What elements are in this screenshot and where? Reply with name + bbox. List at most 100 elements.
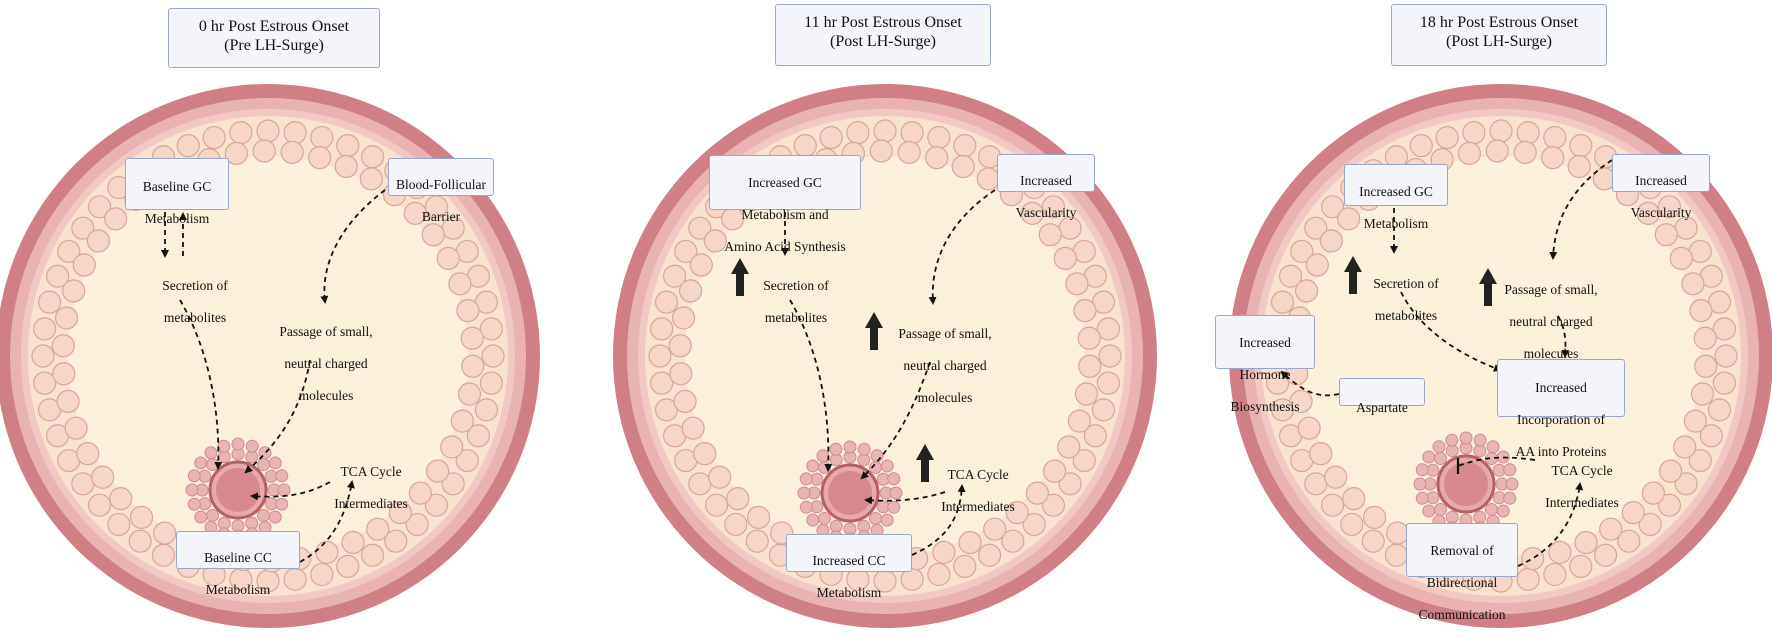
arrow-passage-to-aa [1557, 315, 1570, 358]
cumulus-cell [1422, 504, 1436, 518]
secretion-increase-arrow [731, 258, 749, 296]
granulosa-cell [176, 134, 200, 158]
tca-increase-arrow [916, 444, 934, 482]
granulosa-cell [51, 334, 75, 358]
granulosa-cell [448, 272, 472, 296]
panel-3-aa-incorporation-box: Increased Incorporation of AA into Prote… [1497, 359, 1625, 459]
granulosa-cell [745, 529, 769, 553]
panel-3-removal-communication-box: Removal of Bidirectional Communication [1406, 523, 1518, 622]
panel-1-tca-label: TCA Cycle Intermediates [334, 464, 408, 511]
cumulus-cell [256, 508, 270, 522]
granulosa-cell [424, 493, 449, 517]
granulosa-cell [693, 442, 717, 466]
cumulus-cell [194, 510, 208, 524]
granulosa-cell [109, 487, 133, 511]
granulosa-cell [466, 424, 490, 448]
granulosa-cell [1659, 459, 1683, 483]
granulosa-cell [280, 140, 304, 165]
granulosa-cell [1096, 317, 1120, 341]
granulosa-cell [1324, 465, 1348, 489]
granulosa-cell [252, 139, 276, 163]
granulosa-cell [708, 465, 732, 489]
granulosa-cell [1078, 354, 1102, 378]
granulosa-cell [1673, 435, 1697, 459]
granulosa-cell [1038, 223, 1062, 247]
panel-1-passage-label: Passage of small, neutral charged molecu… [279, 324, 373, 403]
granulosa-cell [334, 154, 358, 179]
granulosa-cell [388, 501, 412, 525]
follicle-1 [0, 84, 540, 628]
granulosa-cell [925, 146, 949, 170]
cumulus-cell [206, 508, 220, 522]
granulosa-cell [46, 264, 70, 288]
granulosa-cell [689, 253, 713, 277]
granulosa-cell [1688, 448, 1712, 473]
granulosa-cell [457, 382, 482, 406]
cumulus-cell [1505, 477, 1519, 491]
cumulus-cell [1434, 452, 1448, 466]
cumulus-cell [799, 472, 813, 486]
granulosa-cell [674, 239, 698, 264]
granulosa-cell [151, 543, 176, 567]
granulosa-cell [846, 121, 870, 145]
cumulus-cell [1503, 491, 1517, 505]
granulosa-cell [958, 530, 982, 555]
granulosa-cell [366, 517, 390, 541]
granulosa-cell [1073, 299, 1097, 323]
granulosa-cell [1617, 529, 1641, 553]
panel-2-secretion-label: Secretion of metabolites [763, 278, 829, 325]
cumulus-cell [1432, 440, 1446, 454]
arrow-secretion-to-aa [1400, 291, 1502, 372]
panel-2-vascularity-box: Increased Vascularity [997, 154, 1095, 220]
granulosa-cell [927, 125, 951, 150]
granulosa-cell [679, 279, 703, 303]
granulosa-cell [202, 125, 226, 150]
granulosa-cell [1654, 223, 1678, 247]
granulosa-cell [673, 389, 697, 413]
granulosa-cell [405, 512, 429, 537]
panel-3-hormone-biosynthesis-box: Increased Hormone Biosynthesis [1215, 315, 1315, 414]
granulosa-cell [1320, 493, 1345, 517]
granulosa-cell [436, 246, 460, 270]
granulosa-cell [57, 239, 81, 264]
granulosa-cell [460, 326, 484, 350]
granulosa-cell [33, 317, 57, 341]
granulosa-cell [1083, 424, 1107, 448]
granulosa-cell [1513, 140, 1537, 165]
granulosa-cell [1309, 442, 1333, 466]
cumulus-cell [187, 469, 201, 483]
granulosa-cell [1543, 125, 1567, 150]
follicle-antrum [685, 156, 1085, 556]
granulosa-cell [983, 517, 1007, 541]
oocyte [828, 471, 872, 515]
panel-1-cc-metabolism-box: Baseline CC Metabolism [176, 531, 300, 597]
cumulus-cell [887, 500, 901, 514]
granulosa-cell [1091, 398, 1116, 422]
panel-1-gc-metabolism-box: Baseline GC Metabolism [125, 158, 229, 226]
panel-3-secretion-label: Secretion of metabolites [1373, 276, 1439, 323]
granulosa-cell [360, 543, 385, 567]
granulosa-cell [52, 362, 76, 386]
granulosa-cell [56, 389, 80, 413]
granulosa-cell [461, 354, 485, 378]
arrow-removal-to-tca [1517, 482, 1584, 567]
cumulus-cell [277, 483, 291, 497]
panel-2-cc-metabolism-box: Increased CC Metabolism [786, 534, 912, 600]
granulosa-cell [976, 167, 1000, 191]
granulosa-cell [128, 529, 152, 553]
granulosa-cell [1096, 371, 1120, 395]
granulosa-cell [951, 154, 975, 179]
cumulus-cell [889, 486, 903, 500]
arrow-cc-to-tca [911, 484, 966, 556]
granulosa-cell [1001, 529, 1025, 553]
cumulus-cell [1496, 504, 1510, 518]
panel-2-title: 11 hr Post Estrous Onset (Post LH-Surge) [775, 4, 991, 66]
panel-3-passage-label: Passage of small, neutral charged molecu… [1504, 282, 1598, 361]
granulosa-cell [953, 134, 977, 158]
granulosa-cell [671, 306, 696, 330]
arrow-barrier-to-passage [320, 189, 386, 304]
granulosa-cell [1657, 195, 1682, 219]
granulosa-cell [1025, 481, 1049, 505]
granulosa-cell [650, 371, 674, 395]
cumulus-cell [268, 456, 282, 470]
